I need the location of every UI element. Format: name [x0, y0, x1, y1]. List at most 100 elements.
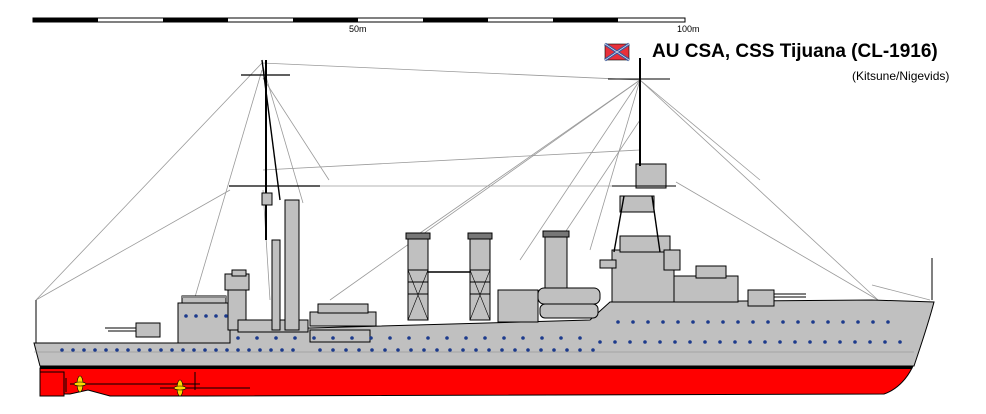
porthole [293, 336, 297, 340]
porthole [344, 348, 348, 352]
drawing-title: AU CSA, CSS Tijuana (CL-1916) [652, 41, 938, 62]
porthole [350, 336, 354, 340]
porthole [521, 336, 525, 340]
porthole [736, 320, 740, 324]
porthole [703, 340, 707, 344]
porthole [192, 348, 196, 352]
porthole [137, 348, 141, 352]
porthole [104, 348, 108, 352]
porthole [539, 348, 543, 352]
rudder [39, 371, 65, 397]
porthole [258, 348, 262, 352]
porthole [676, 320, 680, 324]
porthole [448, 348, 452, 352]
porthole [318, 348, 322, 352]
foremast [608, 58, 676, 253]
porthole [461, 348, 465, 352]
porthole [500, 348, 504, 352]
porthole [513, 348, 517, 352]
porthole [733, 340, 737, 344]
porthole [658, 340, 662, 344]
porthole [646, 320, 650, 324]
porthole [706, 320, 710, 324]
porthole [71, 348, 75, 352]
porthole [886, 320, 890, 324]
porthole [214, 348, 218, 352]
forward-superstructure [599, 163, 739, 303]
porthole [778, 340, 782, 344]
porthole [616, 320, 620, 324]
porthole [247, 348, 251, 352]
porthole [823, 340, 827, 344]
porthole [383, 348, 387, 352]
porthole [214, 314, 218, 318]
porthole [388, 336, 392, 340]
porthole [559, 336, 563, 340]
rigging-lines [35, 62, 931, 301]
mainmast [229, 59, 320, 331]
funnel-2 [467, 232, 493, 321]
porthole [578, 336, 582, 340]
porthole [868, 340, 872, 344]
porthole [643, 340, 647, 344]
porthole [422, 348, 426, 352]
porthole [766, 320, 770, 324]
porthole [370, 348, 374, 352]
porthole [445, 336, 449, 340]
porthole [224, 314, 228, 318]
porthole [598, 340, 602, 344]
porthole [409, 348, 413, 352]
hull-underwater [39, 367, 913, 397]
funnel-3 [542, 230, 570, 293]
aft-railing [182, 296, 226, 298]
drawing-credit: (Kitsune/Nigevids) [852, 69, 950, 83]
porthole [255, 336, 259, 340]
porthole [181, 348, 185, 352]
porthole [661, 320, 665, 324]
propeller-icon [173, 379, 187, 397]
porthole [148, 348, 152, 352]
porthole [426, 336, 430, 340]
porthole [312, 336, 316, 340]
porthole [184, 314, 188, 318]
porthole [718, 340, 722, 344]
porthole [838, 340, 842, 344]
porthole [691, 320, 695, 324]
porthole [796, 320, 800, 324]
porthole [369, 336, 373, 340]
porthole [781, 320, 785, 324]
porthole [487, 348, 491, 352]
porthole [811, 320, 815, 324]
porthole [464, 336, 468, 340]
porthole [170, 348, 174, 352]
porthole [628, 340, 632, 344]
porthole [565, 348, 569, 352]
porthole [194, 314, 198, 318]
porthole [673, 340, 677, 344]
porthole [357, 348, 361, 352]
porthole [435, 348, 439, 352]
porthole [269, 348, 273, 352]
scale-bar [32, 17, 686, 23]
porthole [808, 340, 812, 344]
porthole [688, 340, 692, 344]
porthole [82, 348, 86, 352]
porthole [483, 336, 487, 340]
scale-label-100m: 100m [677, 24, 700, 34]
porthole [93, 348, 97, 352]
porthole [203, 348, 207, 352]
propeller-icon [73, 375, 87, 393]
porthole [793, 340, 797, 344]
porthole [225, 348, 229, 352]
porthole [552, 348, 556, 352]
porthole [204, 314, 208, 318]
porthole [280, 348, 284, 352]
porthole [751, 320, 755, 324]
porthole [883, 340, 887, 344]
porthole [236, 336, 240, 340]
porthole [126, 348, 130, 352]
porthole [578, 348, 582, 352]
porthole [763, 340, 767, 344]
porthole [159, 348, 163, 352]
